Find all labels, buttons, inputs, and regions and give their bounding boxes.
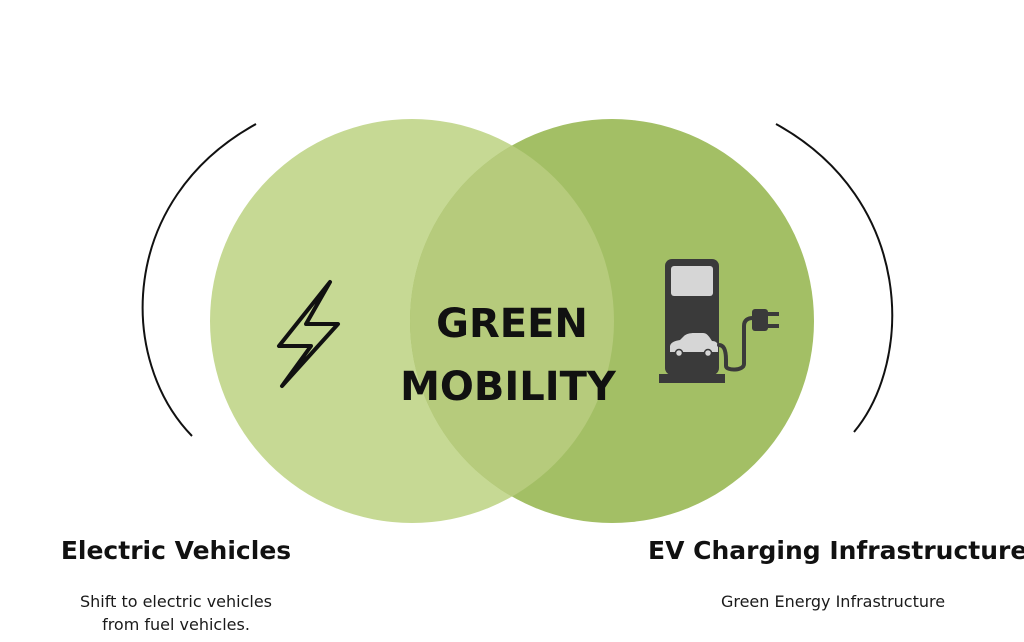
left-title: Electric Vehicles <box>60 536 292 565</box>
left-description: Shift to electric vehicles from fuel veh… <box>79 592 273 634</box>
right-description: Green Energy Infrastructure <box>720 592 946 611</box>
center-title-line2: MOBILITY <box>400 364 617 410</box>
charging-station-icon <box>659 259 779 383</box>
overlap-region <box>410 119 614 523</box>
center-title-line1: GREEN <box>436 301 588 347</box>
right-bracket-arc <box>775 123 894 433</box>
right-label-block: EV Charging Infrastructure Green Energy … <box>648 536 1024 613</box>
lightning-bolt-icon <box>277 280 340 388</box>
left-bracket-arc <box>141 123 257 437</box>
left-label-block: Electric Vehicles Shift to electric vehi… <box>40 536 312 636</box>
right-title: EV Charging Infrastructure <box>648 536 1024 565</box>
